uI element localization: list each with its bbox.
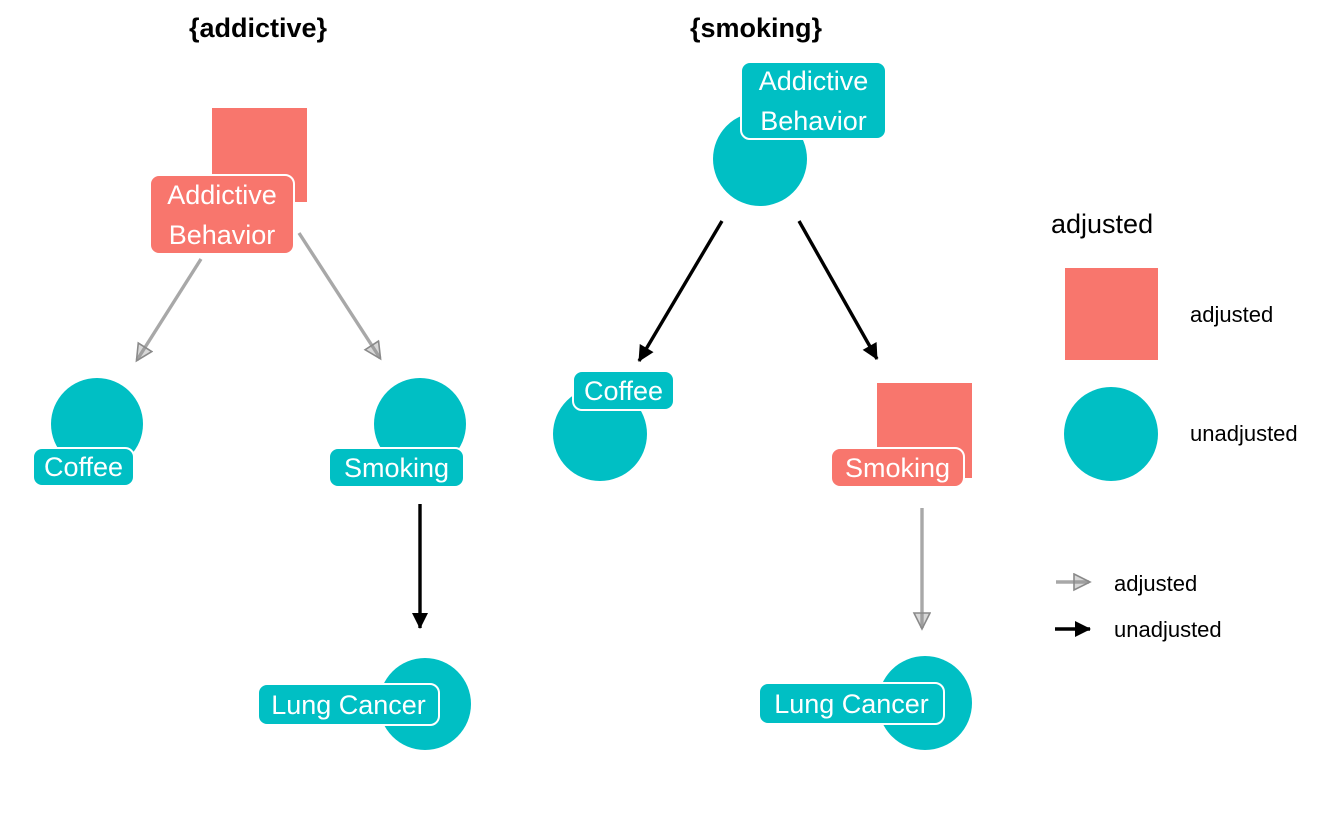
legend-unadjusted-circle-icon	[1064, 387, 1158, 481]
node-label-smoking-right: Smoking	[830, 447, 965, 488]
node-label-lung-cancer-right: Lung Cancer	[758, 682, 945, 725]
node-label-coffee-left: Coffee	[32, 447, 135, 487]
node-label-lung-cancer-left: Lung Cancer	[257, 683, 440, 726]
legend-title: adjusted	[1051, 209, 1154, 239]
legend-item-unadjusted-label: unadjusted	[1190, 421, 1298, 446]
node-label-coffee-right: Coffee	[572, 370, 675, 411]
legend-item-adjusted-label: adjusted	[1190, 302, 1274, 327]
legend-adjusted-square-icon	[1065, 268, 1158, 360]
node-label-addictive-behavior-right: Addictive Behavior	[740, 61, 887, 140]
node-label-line: Addictive	[167, 179, 277, 210]
panel-title-addictive: {addictive}	[188, 13, 328, 43]
legend-edge-unadjusted-label: unadjusted	[1114, 617, 1222, 642]
node-label-line: Addictive	[758, 65, 869, 96]
edge-addictive-behavior-to-coffee-left	[137, 258, 203, 360]
node-label-addictive-behavior-left: Addictive Behavior	[149, 174, 295, 255]
edge-addictive-behavior-to-coffee-right	[637, 220, 724, 362]
edge-addictive-behavior-to-smoking-left	[297, 232, 380, 358]
panel-title-smoking: {smoking}	[689, 13, 823, 43]
node-label-line: Behavior	[760, 105, 867, 136]
legend-edge-adjusted-label: adjusted	[1114, 571, 1198, 596]
node-label-line: Behavior	[168, 219, 276, 250]
node-label-smoking-left: Smoking	[328, 447, 465, 488]
edge-addictive-behavior-to-smoking-right	[797, 220, 879, 360]
